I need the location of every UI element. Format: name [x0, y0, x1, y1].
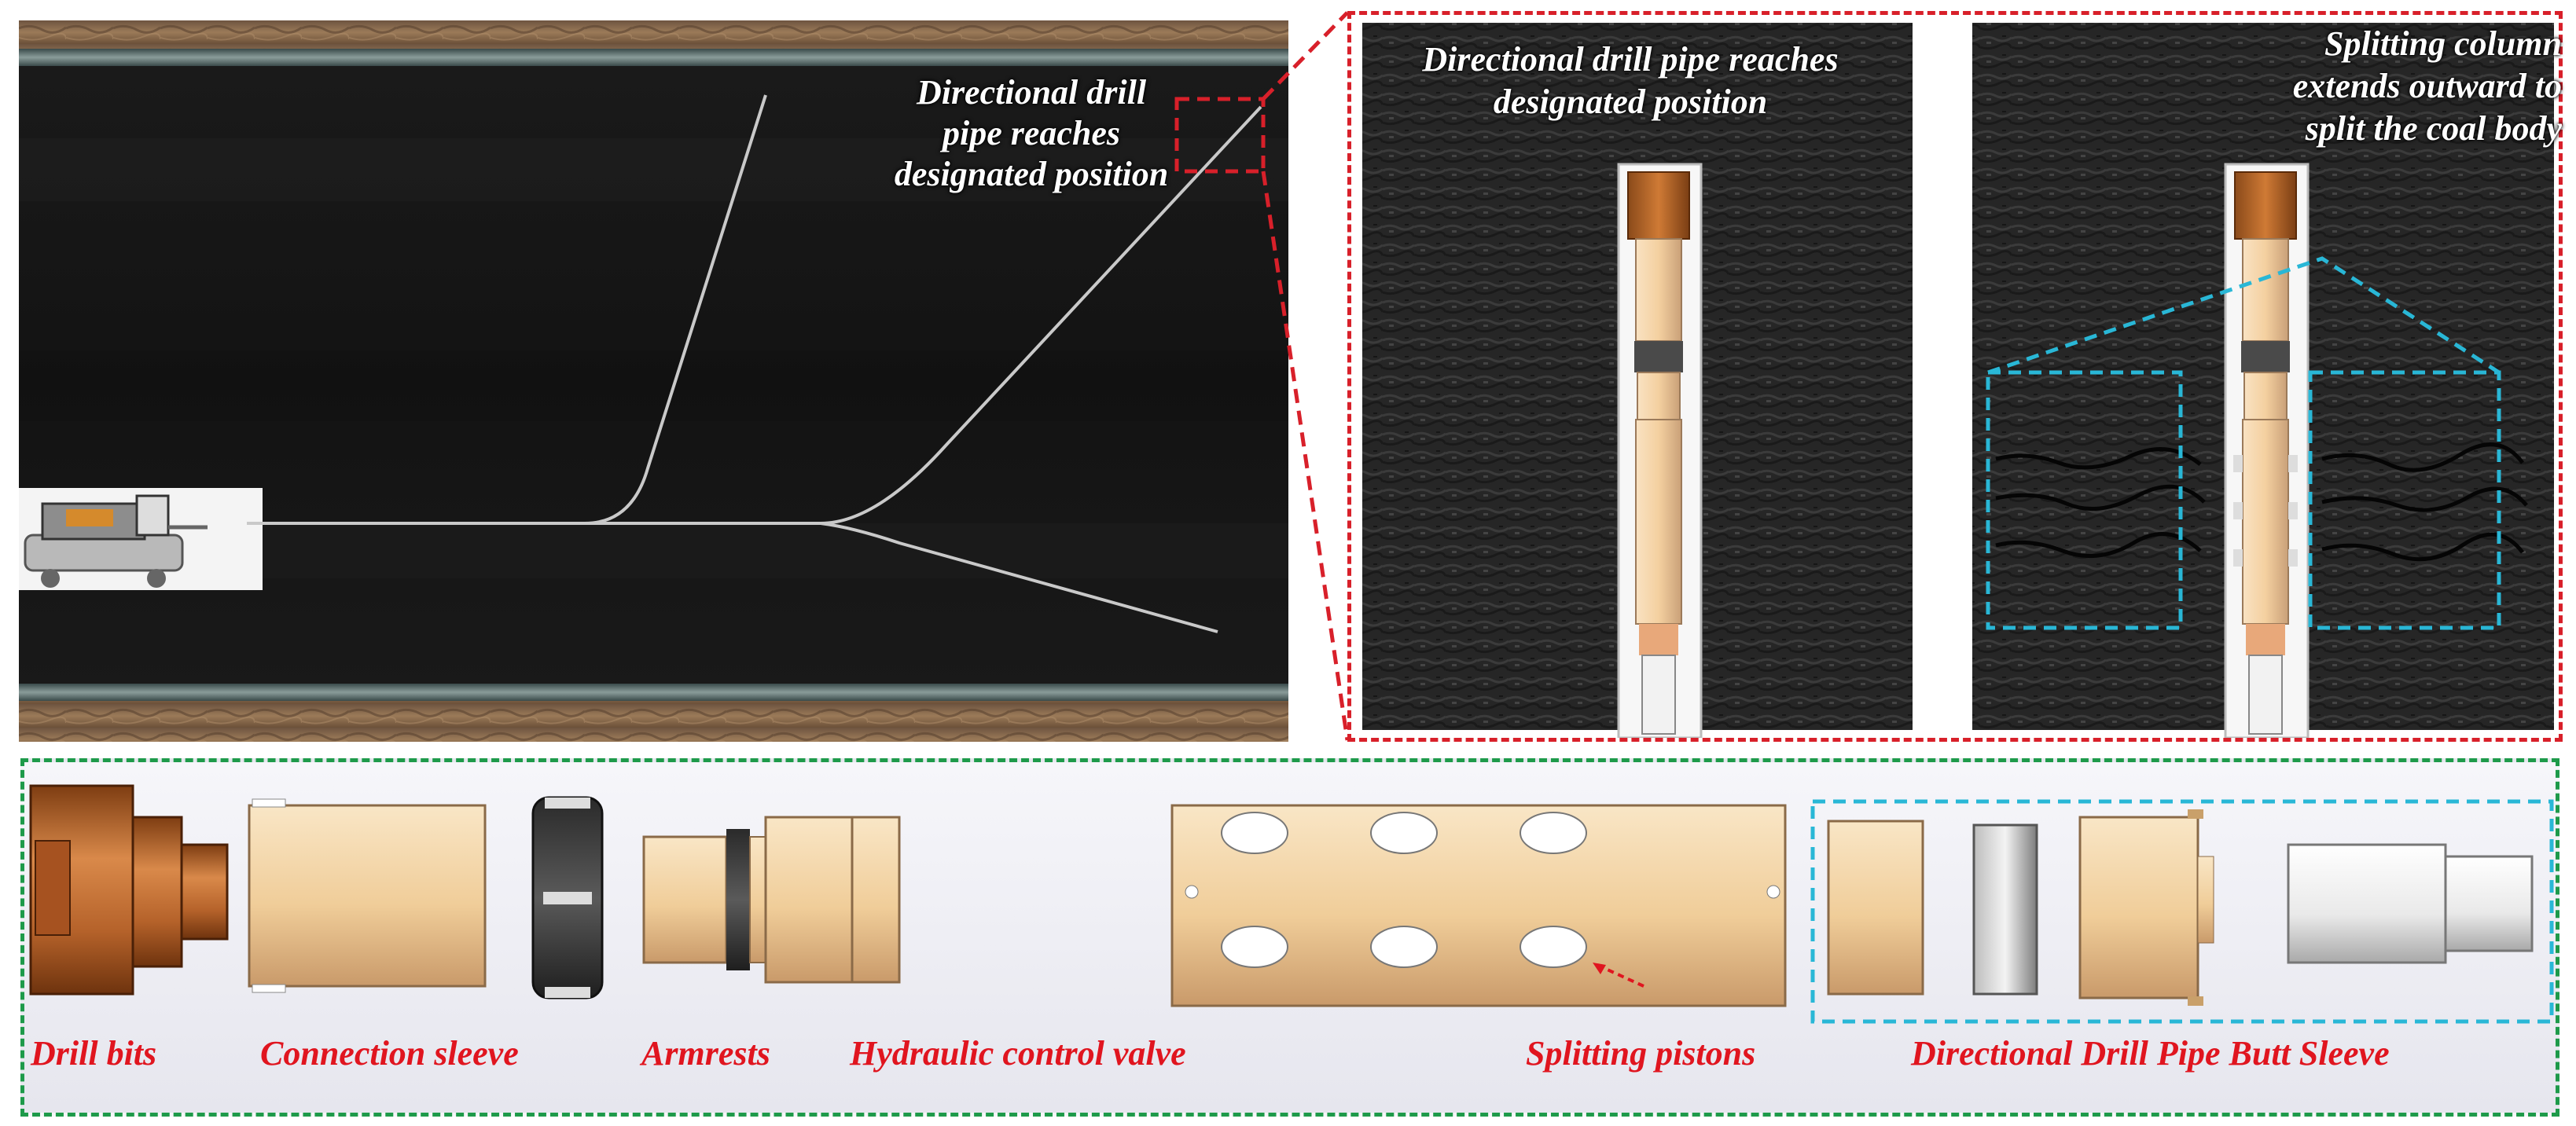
zoom-illustration	[1362, 23, 2554, 738]
split-zone-outline	[1986, 256, 2501, 630]
butt-sleeve-part	[1827, 809, 2534, 1006]
drill-tool-left	[1617, 163, 1703, 738]
roadway-scene: Directional drill pipe reaches designate…	[19, 20, 1288, 742]
label-splitting-pistons: Splitting pistons	[1526, 1034, 1756, 1073]
callout-line-2: pipe reaches	[942, 114, 1121, 152]
callout-designated-position: Directional drill pipe reaches designate…	[874, 72, 1189, 195]
zoom-target-box	[1174, 97, 1266, 174]
label-connection-sleeve: Connection sleeve	[260, 1034, 519, 1073]
components-panel: Drill bits Connection sleeve Armrests Hy…	[20, 758, 2559, 1117]
coal-cracks	[1995, 442, 2528, 562]
borehole-middle	[585, 105, 1262, 525]
hydraulic-valve-part	[642, 816, 901, 984]
callout-line-1: Directional drill	[916, 73, 1147, 112]
label-armrests: Armrests	[641, 1034, 770, 1073]
splitting-piston-body-part	[1170, 804, 1787, 1007]
drill-bit-part	[29, 784, 229, 996]
roof-rock	[19, 20, 1288, 49]
roof-strip	[19, 49, 1288, 66]
right-caption-line-3: split the coal body	[2305, 109, 2562, 148]
zoom-panel: Directional drill pipe reaches designate…	[1347, 11, 2563, 742]
right-caption-line-1: Splitting column	[2324, 24, 2562, 63]
label-butt-sleeve: Directional Drill Pipe Butt Sleeve	[1911, 1034, 2390, 1073]
drill-rig	[19, 488, 263, 590]
right-caption-line-2: extends outward to	[2292, 67, 2562, 105]
floor-rock	[19, 701, 1288, 742]
left-caption-line-1: Directional drill pipe reaches	[1422, 40, 1839, 79]
label-drill-bits: Drill bits	[31, 1034, 157, 1073]
split-zone-left	[1986, 370, 2183, 630]
left-caption: Directional drill pipe reaches designate…	[1398, 39, 1862, 123]
split-zone-right	[2308, 370, 2501, 630]
armrest-part	[531, 796, 604, 999]
floor-strip	[19, 684, 1288, 701]
drill-tool-right	[2224, 163, 2310, 738]
exploded-components	[29, 784, 2554, 1024]
label-hydraulic-control-valve: Hydraulic control valve	[850, 1034, 1186, 1073]
callout-line-3: designated position	[894, 155, 1169, 193]
borehole-trajectories	[247, 94, 1262, 633]
right-caption: Splitting column extends outward to spli…	[2200, 23, 2562, 150]
split-zone-roof	[1987, 256, 2501, 375]
piston-pointer-arrow	[1600, 965, 1644, 988]
connection-sleeve-part	[248, 798, 487, 993]
butt-sleeve-highlight-box	[1810, 799, 2554, 1024]
borehole-lower	[820, 522, 1218, 633]
left-caption-line-2: designated position	[1493, 83, 1768, 121]
roadway-illustration	[19, 20, 1288, 742]
